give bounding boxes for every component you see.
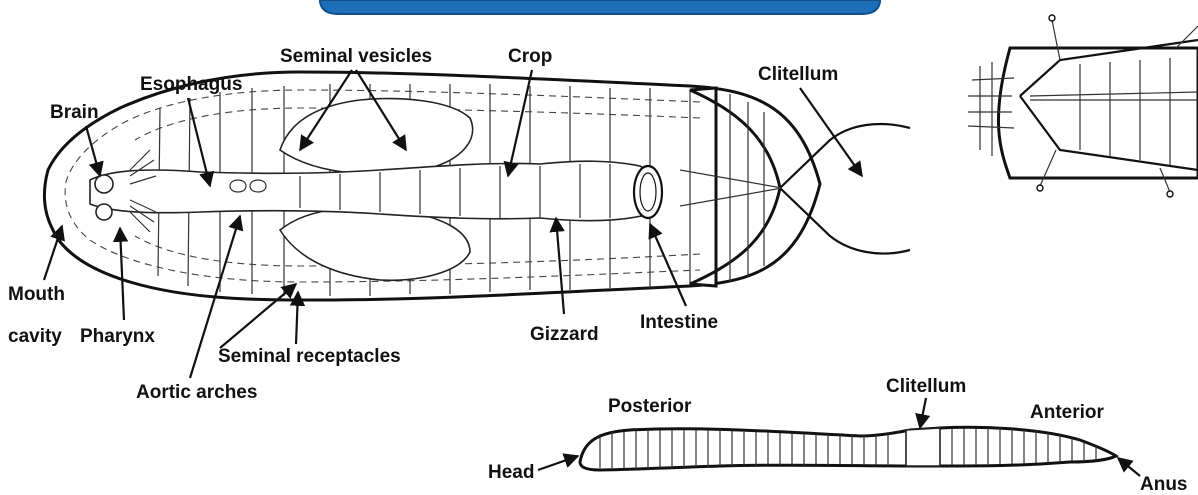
dissected-worm xyxy=(45,72,910,300)
label-seminal-receptacles: Seminal receptacles xyxy=(218,346,401,367)
label-intestine: Intestine xyxy=(640,312,718,333)
label-anterior: Anterior xyxy=(1030,402,1105,423)
label-pharynx: Pharynx xyxy=(80,326,155,347)
label-esophagus: Esophagus xyxy=(140,74,242,95)
label-mouth-line2: cavity xyxy=(8,326,62,347)
external-worm xyxy=(580,427,1116,470)
label-seminal-vesicles: Seminal vesicles xyxy=(280,46,432,67)
label-mouth-line1: Mouth xyxy=(8,284,65,305)
label-clitellum-dissection: Clitellum xyxy=(758,64,838,85)
brain-shape xyxy=(95,175,113,193)
label-head: Head xyxy=(488,462,534,483)
label-brain: Brain xyxy=(50,102,99,123)
title-banner xyxy=(320,0,880,14)
label-crop: Crop xyxy=(508,46,552,67)
digestive-tract xyxy=(90,161,654,220)
label-clitellum-external: Clitellum xyxy=(886,376,966,397)
label-gizzard: Gizzard xyxy=(530,324,599,345)
mouth-shape xyxy=(96,204,112,220)
pinned-dissection xyxy=(968,15,1198,197)
label-posterior: Posterior xyxy=(608,396,692,417)
external-clitellum xyxy=(906,428,940,466)
label-anus: Anus xyxy=(1140,474,1188,495)
intestine-opening xyxy=(634,166,662,218)
label-aortic-arches: Aortic arches xyxy=(136,382,257,403)
